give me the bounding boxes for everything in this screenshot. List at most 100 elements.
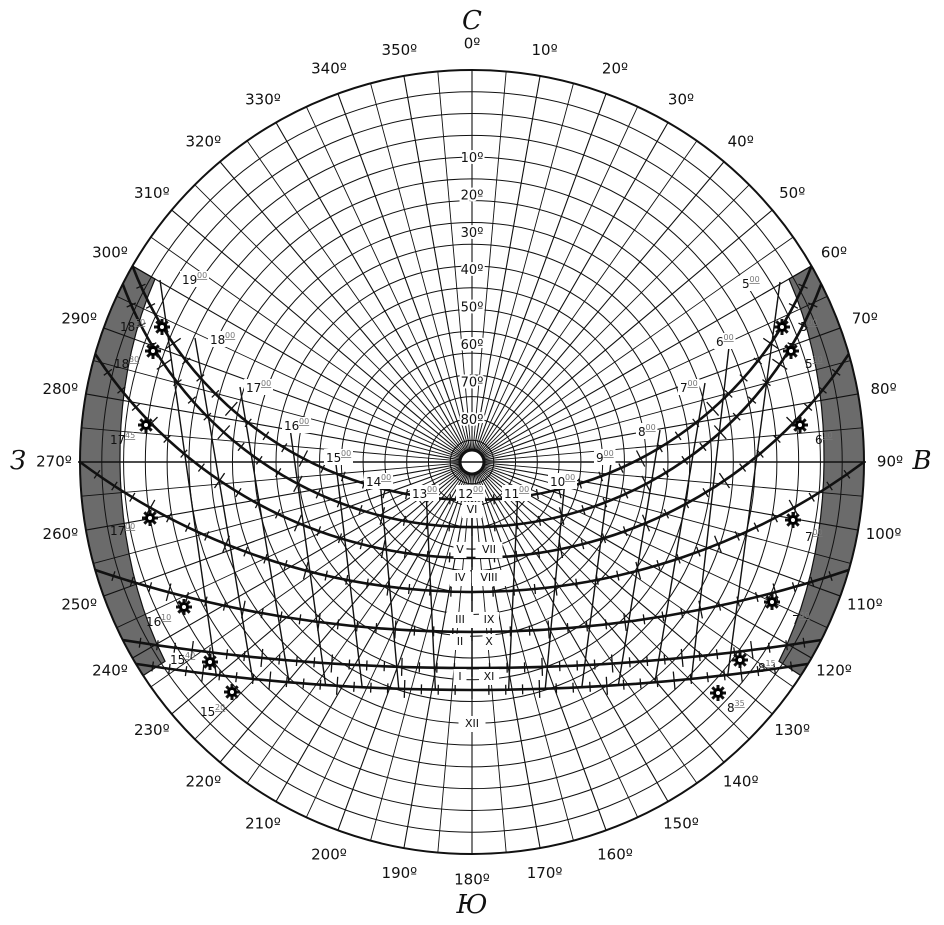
arc-tick (283, 560, 288, 570)
arc-tick (672, 671, 676, 690)
azimuth-line (246, 140, 466, 453)
arc-tick (336, 619, 340, 630)
azimuth-line (81, 427, 461, 462)
time-minutes: 00 (604, 449, 614, 458)
arc-tick (263, 553, 268, 564)
arc-tick (330, 654, 334, 673)
arc-tick (656, 677, 659, 688)
arc-tick (798, 322, 808, 329)
time-minutes: 00 (261, 379, 271, 388)
arc-tick (753, 522, 760, 532)
arc-tick (623, 488, 629, 499)
arc-tick (380, 540, 386, 559)
arc-tick (394, 620, 397, 639)
arc-tick (156, 358, 172, 370)
arc-tick (298, 450, 309, 467)
hour-line (289, 427, 327, 686)
arc-tick (295, 655, 298, 667)
gear-hole (208, 660, 212, 664)
arc-tick (772, 513, 778, 523)
arc-tick (251, 673, 255, 684)
arc-tick (585, 621, 589, 632)
azimuth-label: 90º (877, 453, 903, 471)
arc-tick (674, 431, 682, 441)
arc-tick (103, 368, 113, 376)
arc-tick (736, 596, 740, 607)
arc-tick (680, 648, 684, 667)
azimuth-label: 70º (852, 310, 878, 328)
time-main: 10 (550, 475, 565, 489)
azimuth-line (474, 83, 574, 451)
arc-tick (405, 488, 409, 500)
arc-tick (528, 625, 531, 636)
arc-tick (425, 519, 429, 530)
arc-tick (756, 449, 764, 458)
arc-tick (293, 514, 303, 532)
label-bg (678, 379, 700, 395)
time-minutes: 00 (225, 331, 235, 340)
label-bg (324, 449, 353, 465)
time-minutes: 00 (427, 485, 437, 494)
month-label-text: VII (482, 543, 496, 556)
label-bg (594, 449, 616, 465)
arc-tick (767, 642, 771, 653)
azimuth-line (479, 161, 725, 454)
azimuth-line (477, 472, 669, 802)
arc-tick (211, 389, 220, 398)
gear-hole (770, 600, 774, 604)
time-main: 5 (742, 277, 750, 291)
time-main: 16 (146, 615, 161, 629)
azimuth-line (171, 209, 464, 455)
time-minutes: 00 (813, 528, 823, 537)
azimuth-line (472, 71, 507, 451)
arc-tick (646, 655, 649, 667)
arc-tick (773, 434, 781, 444)
azimuth-line (337, 473, 469, 831)
gear-hole (791, 518, 795, 522)
arc-tick (826, 481, 833, 491)
arc-tick (622, 526, 628, 537)
azimuth-line (483, 360, 851, 460)
time-main: 7 (805, 530, 813, 544)
azimuth-line (482, 265, 812, 457)
month-label: XII (458, 716, 486, 732)
arc-tick (717, 600, 722, 611)
arc-tick (201, 664, 205, 683)
arc-tick (581, 505, 586, 515)
time-main: 17 (246, 381, 261, 395)
arc-tick (335, 676, 339, 695)
arc-tick (117, 386, 126, 394)
arc-tick (699, 442, 707, 452)
time-main: 5 (805, 357, 813, 371)
arc-tick (595, 574, 599, 585)
arc-tick (589, 681, 591, 692)
label-bg (502, 485, 531, 501)
arc-tick (197, 463, 205, 472)
arc-tick (163, 434, 171, 444)
altitude-label: 30º (461, 226, 484, 241)
azimuth-line (479, 470, 725, 763)
gear-hole (151, 349, 155, 353)
time-main: 6 (716, 335, 724, 349)
arc-tick (773, 663, 776, 674)
time-main: 7 (680, 381, 688, 395)
azimuth-line (194, 184, 464, 454)
arc-tick (448, 521, 451, 532)
azimuth-line (116, 295, 462, 458)
arc-tick (754, 592, 759, 603)
month-label-text: VIII (480, 571, 497, 584)
month-label-bg (458, 716, 486, 732)
azimuth-label: 350º (382, 41, 418, 59)
sun-rise-marker (792, 417, 808, 433)
arc-tick (222, 600, 227, 611)
arc-tick (407, 583, 411, 595)
month-label-text: V (456, 543, 464, 556)
azimuth-line (483, 393, 859, 461)
